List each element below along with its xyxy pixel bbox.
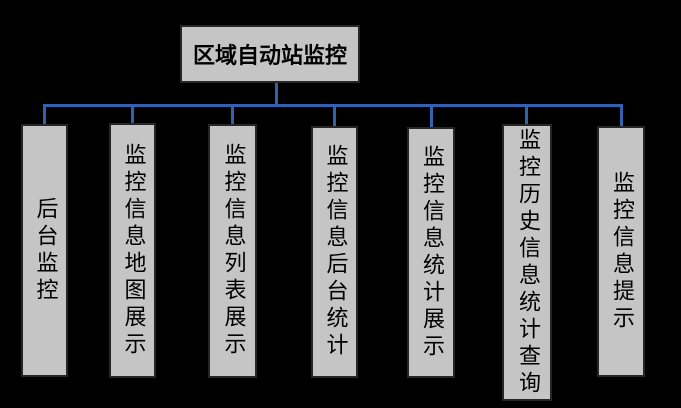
connector-drop-7 xyxy=(620,104,623,127)
connector-drop-5 xyxy=(430,104,433,128)
node-label: 监控信息统计展示 xyxy=(419,144,444,361)
node-label: 监控信息后台统计 xyxy=(322,144,348,360)
connector-drop-4 xyxy=(333,104,336,127)
connector-drop-2 xyxy=(131,104,134,124)
node-label: 监控信息地图展示 xyxy=(120,142,146,359)
node-monitoring-history-stats-query: 监控历史信息统计查询 xyxy=(502,124,552,401)
connector-root-drop xyxy=(275,83,278,106)
connector-drop-1 xyxy=(43,104,46,125)
node-label: 监控历史信息统计查询 xyxy=(515,127,540,398)
node-monitoring-info-alert: 监控信息提示 xyxy=(597,126,645,377)
node-monitoring-info-map-display: 监控信息地图展示 xyxy=(109,123,156,378)
root-node-label: 区域自动站监控 xyxy=(192,43,347,69)
node-monitoring-info-stats-display: 监控信息统计展示 xyxy=(407,127,455,378)
node-monitoring-info-list-display: 监控信息列表展示 xyxy=(208,124,257,378)
node-backend-monitoring: 后台监控 xyxy=(21,124,68,377)
node-label: 后台监控 xyxy=(32,196,58,305)
connector-drop-6 xyxy=(525,104,528,125)
node-label: 监控信息提示 xyxy=(609,170,634,333)
connector-drop-3 xyxy=(231,104,234,125)
node-monitoring-info-backend-stats: 监控信息后台统计 xyxy=(311,126,358,378)
root-node: 区域自动站监控 xyxy=(180,25,360,83)
node-label: 监控信息列表展示 xyxy=(220,143,246,359)
